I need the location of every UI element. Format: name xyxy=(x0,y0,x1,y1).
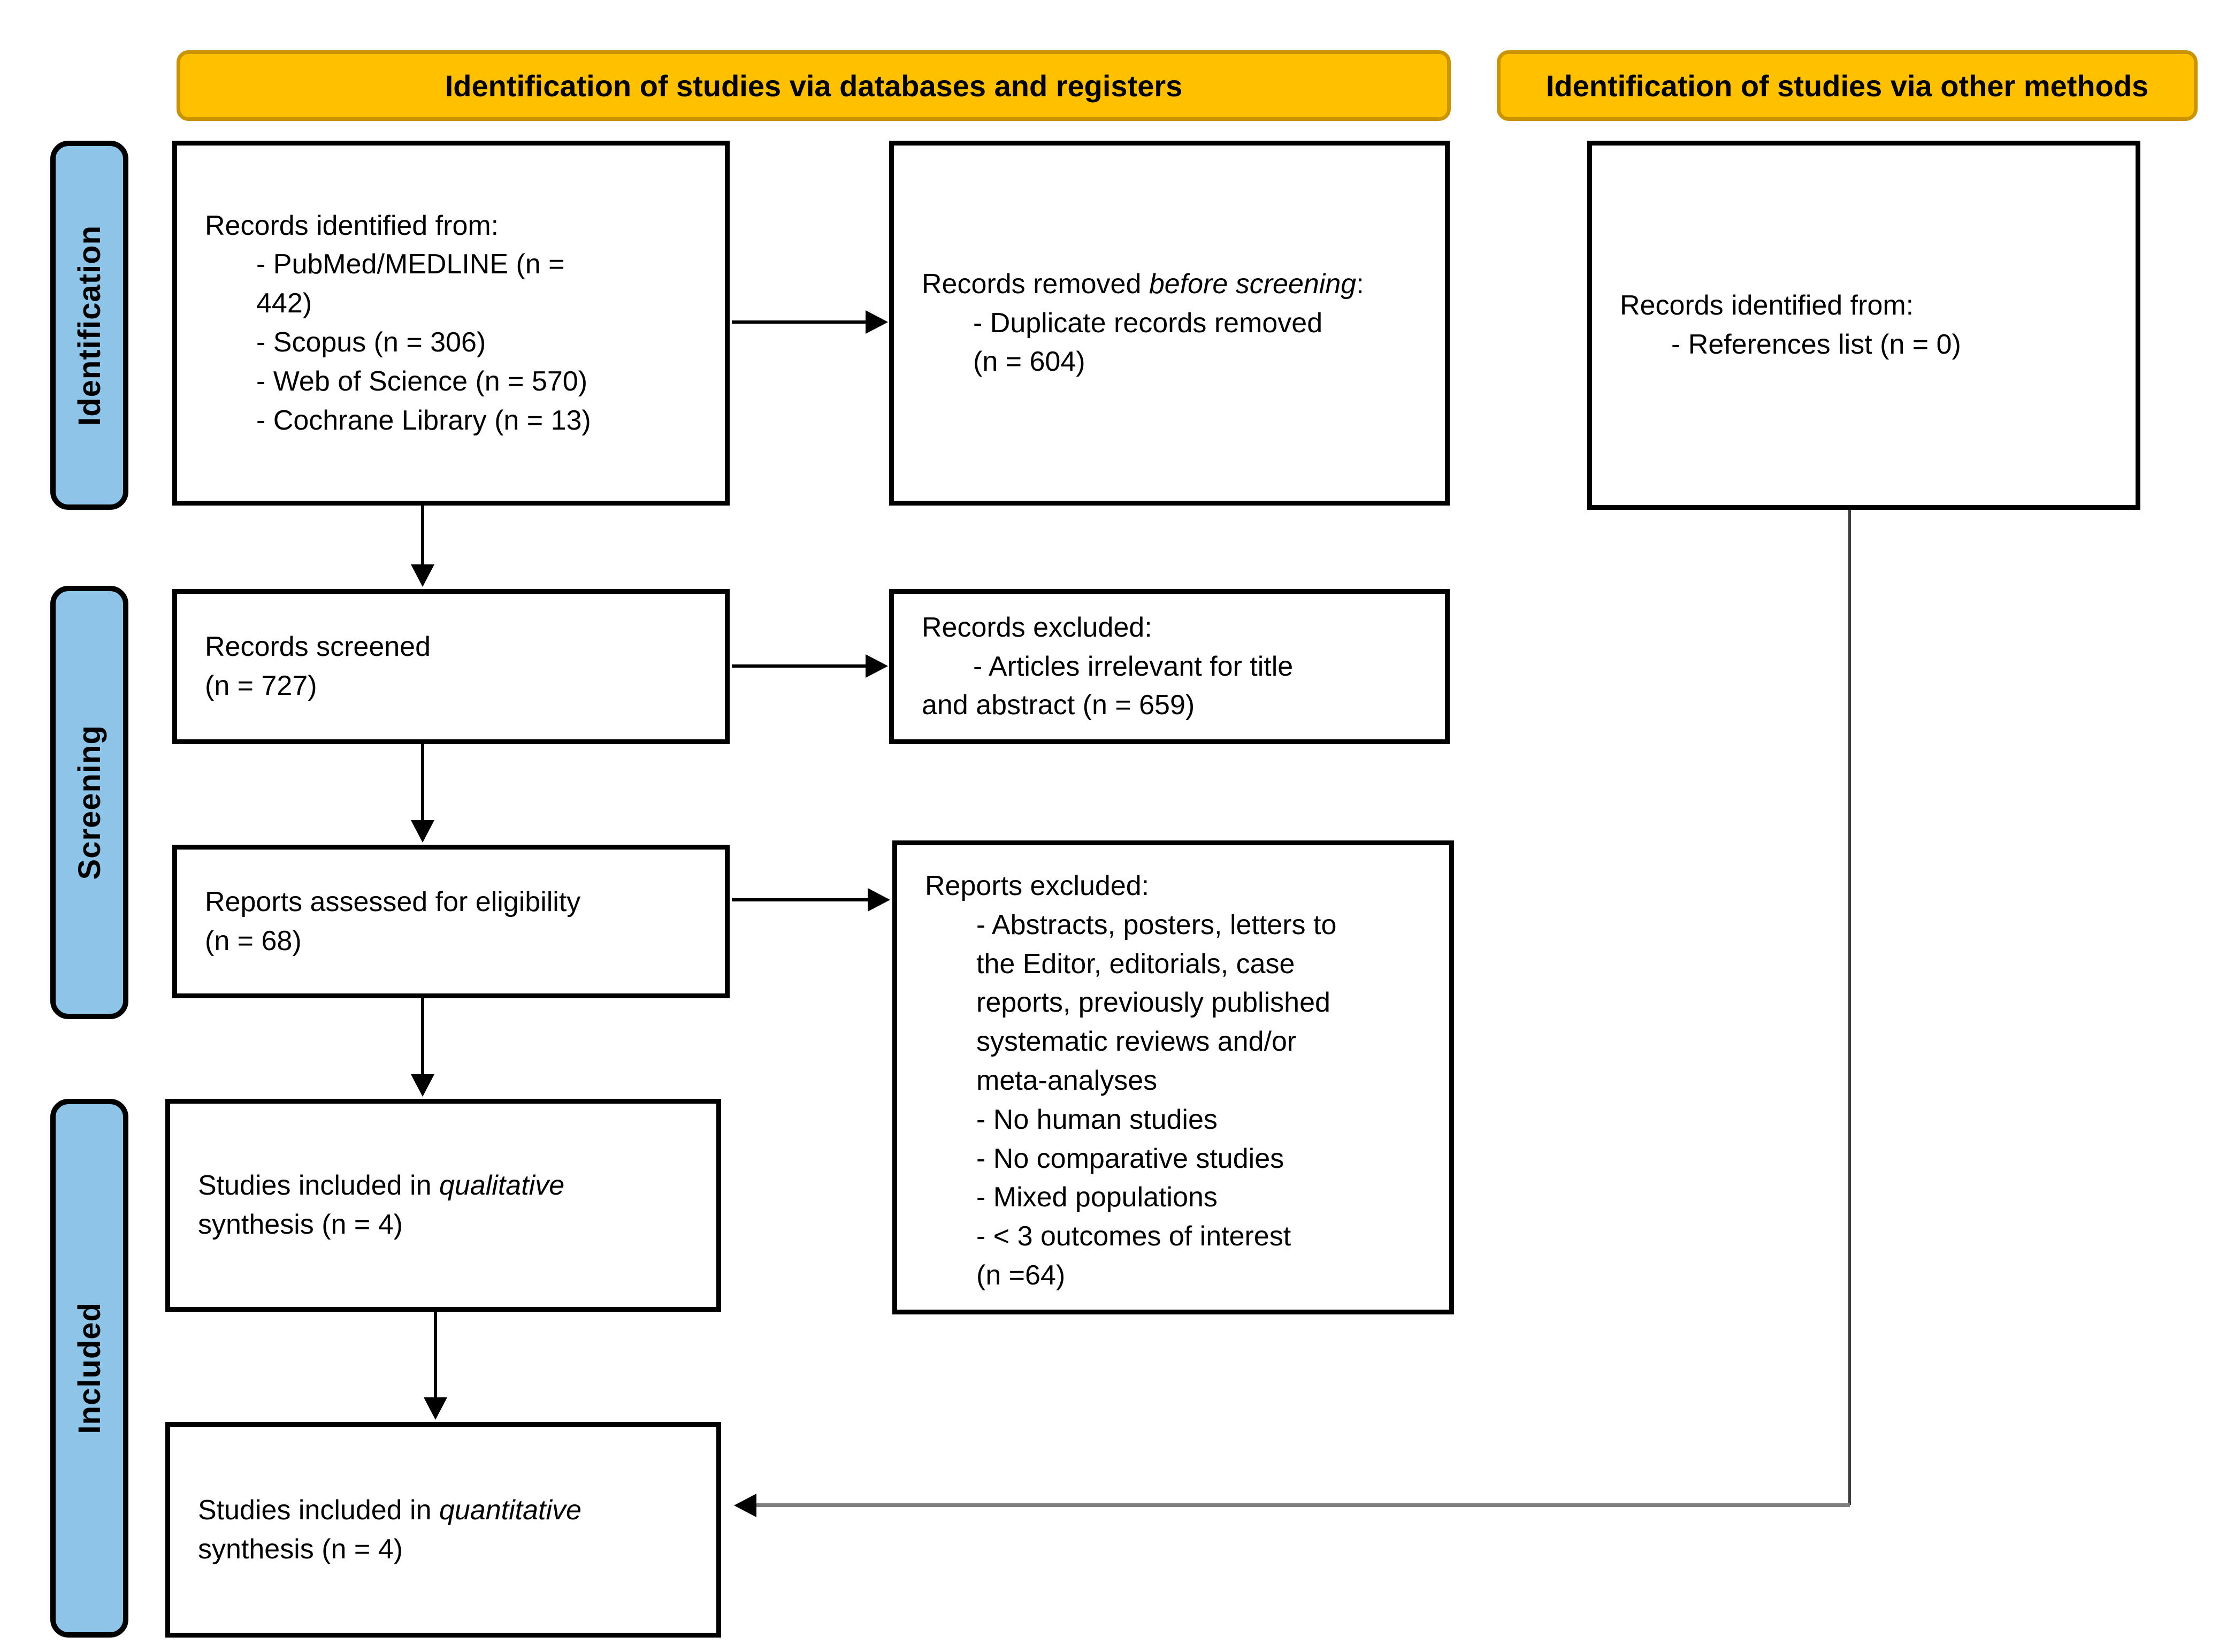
stage-label-screening-text: Screening xyxy=(72,725,107,880)
box-records-excluded: Records excluded: - Articles irrelevant … xyxy=(889,589,1450,744)
box-records-removed: Records removed before screening: - Dupl… xyxy=(889,141,1450,506)
box-reports-excluded-item: - Mixed populations xyxy=(976,1182,1218,1213)
arrow-assessed-to-qualitative-head-icon xyxy=(411,1074,434,1097)
box-reports-assessed-line1: Reports assessed for eligibility xyxy=(205,886,581,917)
box-records-removed-title-prefix: Records removed xyxy=(922,268,1149,300)
box-records-identified: Records identified from: - PubMed/MEDLIN… xyxy=(172,141,730,506)
box-records-removed-title-suffix: : xyxy=(1356,268,1364,300)
box-reports-excluded-item: - No comparative studies xyxy=(976,1143,1284,1174)
stage-label-included: Included xyxy=(50,1099,128,1638)
box-records-screened-line1: Records screened xyxy=(205,631,431,663)
box-records-screened-line2: (n = 727) xyxy=(205,670,317,701)
header-databases-registers: Identification of studies via databases … xyxy=(177,50,1451,121)
arrow-assessed-to-reports-excluded-line xyxy=(732,898,869,901)
arrow-identified-to-removed-line xyxy=(732,320,867,324)
box-qualitative-synthesis: Studies included in qualitative synthesi… xyxy=(165,1099,721,1312)
arrow-qualitative-to-quantitative-head-icon xyxy=(424,1397,447,1420)
arrow-assessed-to-qualitative-line xyxy=(421,998,424,1076)
stage-label-identification-text: Identification xyxy=(72,225,107,426)
box-qualitative-synthesis-line2: synthesis (n = 4) xyxy=(198,1209,403,1240)
box-quantitative-synthesis-line2: synthesis (n = 4) xyxy=(198,1533,403,1565)
box-records-identified-title: Records identified from: xyxy=(205,210,499,241)
arrow-other-methods-elbow-horizontal-line xyxy=(755,1503,1850,1507)
box-quantitative-line1-italic: quantitative xyxy=(439,1494,581,1526)
box-quantitative-line1-prefix: Studies included in xyxy=(198,1494,439,1526)
box-records-identified-other-item: - References list (n = 0) xyxy=(1671,329,1961,360)
box-reports-excluded: Reports excluded: - Abstracts, posters, … xyxy=(892,840,1454,1314)
box-records-identified-item: - PubMed/MEDLINE (n = 442) xyxy=(256,249,565,319)
arrow-identified-to-screened-head-icon xyxy=(411,564,434,587)
box-quantitative-synthesis-line1: Studies included in quantitative xyxy=(198,1491,692,1530)
box-reports-assessed-line2: (n = 68) xyxy=(205,925,302,957)
header-databases-registers-label: Identification of studies via databases … xyxy=(445,68,1183,103)
box-qualitative-line1-prefix: Studies included in xyxy=(198,1170,439,1202)
box-reports-assessed: Reports assessed for eligibility (n = 68… xyxy=(172,845,730,998)
arrow-screened-to-excluded-head-icon xyxy=(866,654,888,678)
box-records-removed-title-italic: before screening xyxy=(1149,268,1357,300)
arrow-assessed-to-reports-excluded-head-icon xyxy=(868,888,890,912)
arrow-other-methods-to-quantitative-head-icon xyxy=(734,1494,756,1517)
box-reports-excluded-title: Reports excluded: xyxy=(925,870,1150,901)
arrow-screened-to-assessed-head-icon xyxy=(411,820,434,843)
arrow-qualitative-to-quantitative-line xyxy=(434,1312,437,1399)
arrow-screened-to-excluded-line xyxy=(732,664,867,668)
box-quantitative-synthesis: Studies included in quantitative synthes… xyxy=(165,1422,721,1638)
box-records-identified-other-title: Records identified from: xyxy=(1620,290,1914,322)
box-records-screened: Records screened (n = 727) xyxy=(172,589,730,744)
arrow-identified-to-removed-head-icon xyxy=(866,310,888,334)
header-other-methods-label: Identification of studies via other meth… xyxy=(1545,68,2149,103)
box-reports-excluded-item: - < 3 outcomes of interest (n =64) xyxy=(976,1221,1291,1291)
stage-label-identification: Identification xyxy=(50,141,128,510)
box-qualitative-line1-italic: qualitative xyxy=(439,1170,565,1202)
box-records-identified-item: - Web of Science (n = 570) xyxy=(256,365,588,397)
box-records-identified-item: - Scopus (n = 306) xyxy=(256,327,486,358)
box-records-identified-item: - Cochrane Library (n = 13) xyxy=(256,404,591,436)
box-records-removed-title: Records removed before screening: xyxy=(922,265,1420,304)
arrow-identified-to-screened-line xyxy=(421,506,424,565)
box-reports-excluded-item: - No human studies xyxy=(976,1104,1218,1135)
box-records-removed-item: - Duplicate records removed (n = 604) xyxy=(973,307,1323,378)
box-reports-excluded-item: - Abstracts, posters, letters to the Edi… xyxy=(976,909,1337,1096)
stage-label-screening: Screening xyxy=(50,586,128,1019)
stage-label-included-text: Included xyxy=(72,1302,107,1434)
header-other-methods: Identification of studies via other meth… xyxy=(1497,50,2198,121)
box-records-excluded-item: - Articles irrelevant for title and abst… xyxy=(922,651,1294,721)
arrow-screened-to-assessed-line xyxy=(421,744,424,822)
arrow-other-methods-elbow-vertical-line xyxy=(1848,510,1851,1505)
box-records-identified-other: Records identified from: - References li… xyxy=(1587,141,2140,510)
box-qualitative-synthesis-line1: Studies included in qualitative xyxy=(198,1166,692,1205)
box-records-excluded-title: Records excluded: xyxy=(922,611,1152,643)
